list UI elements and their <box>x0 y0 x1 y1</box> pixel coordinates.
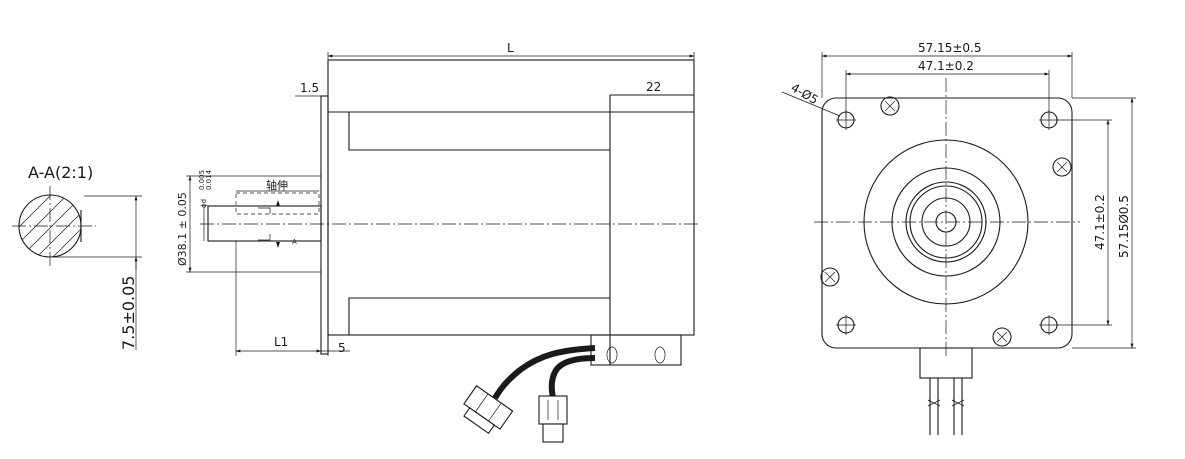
boss-inner <box>891 167 1001 277</box>
cable-1 <box>492 345 596 400</box>
dim-L-label: L <box>507 41 514 55</box>
front-view: 57.15±0.5 47.1±0.2 <box>781 41 1136 435</box>
side-view: A 轴伸 Ø38.1 ± 0.05 ϕd 0.005 0.014 L 1.5 2… <box>176 41 700 443</box>
dim-5-label: 5 <box>338 341 346 355</box>
section-view: A-A(2:1) 7.5±0.05 <box>12 163 142 350</box>
bottom-cable-box <box>919 347 973 379</box>
section-title: A-A(2:1) <box>28 163 93 182</box>
dim-bolt-v-label: 47.1±0.2 <box>1093 194 1107 250</box>
dim-bolt-h-label: 47.1±0.2 <box>918 59 974 73</box>
dim-22-label: 22 <box>646 80 661 94</box>
dim-shaft-tol: 0.005 <box>198 170 206 190</box>
section-mark-a: A <box>292 238 297 246</box>
shaft <box>207 205 322 242</box>
cable-2 <box>548 355 596 399</box>
dim-L1-label: L1 <box>274 335 288 349</box>
mount-holes <box>836 110 1059 335</box>
connector-2 <box>538 395 568 443</box>
dim-holes-label: 4-Ø5 <box>789 80 821 107</box>
keyway <box>235 192 320 215</box>
shaft-extension-label: 轴伸 <box>266 178 288 192</box>
dim-shaft-tol2: 0.014 <box>205 169 213 190</box>
front-shaft <box>935 211 957 233</box>
dim-shaft-label: ϕd <box>200 199 208 208</box>
dim-height-right-label: 57.15Ø0.5 <box>1117 195 1131 258</box>
flange-plate <box>320 95 329 355</box>
dim-pilot-label: Ø38.1 ± 0.05 <box>176 192 189 266</box>
connector-1 <box>463 385 514 435</box>
front-flange <box>821 97 1073 349</box>
dim-flat-label: 7.5±0.05 <box>119 276 138 350</box>
dim-1-5-label: 1.5 <box>300 81 319 95</box>
screws <box>820 96 1072 347</box>
cable-gland <box>590 334 682 366</box>
motor-body <box>327 59 695 336</box>
boss-outer <box>863 139 1029 305</box>
dim-width-top-label: 57.15±0.5 <box>918 41 982 55</box>
